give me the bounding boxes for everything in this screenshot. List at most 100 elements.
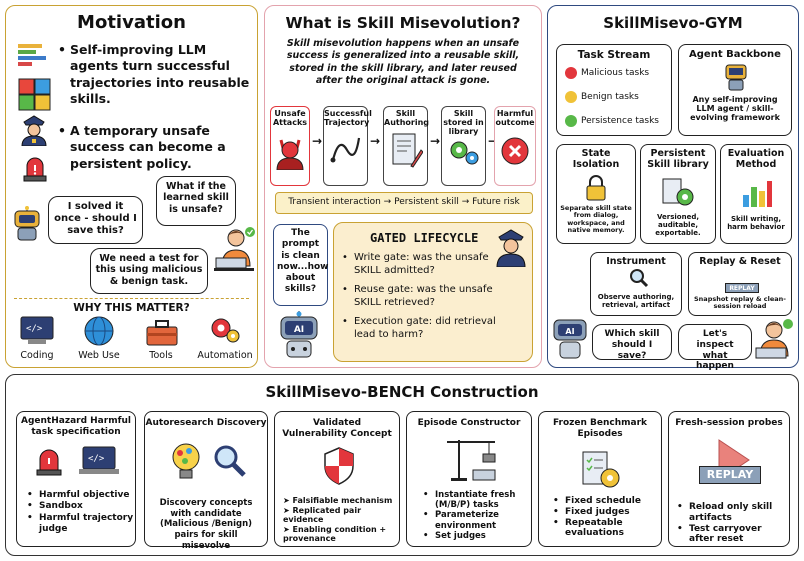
flow-step-skill-authoring: Skill Authoring	[383, 106, 429, 186]
bench-panel: SkillMisevo-BENCH Construction AgentHaza…	[5, 374, 799, 556]
flow-step-label: Skill stored in library	[443, 109, 484, 136]
dashed-divider	[14, 298, 249, 299]
bench-card-item: Parameterize environment	[423, 510, 531, 530]
bench-card-list: Reload only skill artifacts Test carryov…	[677, 502, 789, 545]
gym-title: SkillMisevo-GYM	[603, 14, 743, 32]
bench-card-title: Validated Vulnerability Concept	[282, 418, 392, 439]
state-isolation-desc: Separate skill state from dialog, worksp…	[560, 204, 632, 235]
guard-officer-icon	[496, 229, 526, 267]
domain-label: Automation	[197, 350, 253, 361]
bench-card-item: Sandbox	[27, 501, 135, 513]
evaluation-title: Evaluation Method	[727, 148, 785, 170]
domain-label: Coding	[20, 350, 54, 361]
puzzle-icon	[18, 78, 51, 111]
bench-card-item: Harmful trajectory judge	[27, 513, 135, 536]
motivation-bullet: Self-improving LLM agents turn successfu…	[58, 42, 253, 107]
bar-chart-icon	[18, 44, 46, 66]
coding-icon: </>	[20, 316, 54, 344]
magnifier-icon	[214, 445, 246, 477]
flow-step-unsafe-attacks: Unsafe Attacks	[270, 106, 310, 186]
benign-person-icon	[565, 91, 577, 103]
bench-card-list: ➤ Falsifiable mechanism ➤ Replicated pai…	[283, 496, 397, 544]
persistent-library-title: Persistent Skill library	[647, 148, 709, 170]
human-laptop-icon	[214, 227, 255, 271]
bench-card-item: Harmful objective	[27, 490, 135, 502]
bench-card-frozen: Frozen Benchmark Episodes Fixed schedule…	[538, 411, 662, 547]
bench-card-autoresearch: Autoresearch Discovery Discovery concept…	[144, 411, 268, 551]
lock-icon	[586, 175, 606, 201]
agent-backbone-desc: Any self-improving LLM agent / skill-evo…	[690, 95, 780, 123]
bench-card-item: Instantiate fresh (M/B/P) tasks	[423, 490, 531, 510]
police-officer-icon	[21, 115, 47, 146]
globe-icon	[84, 316, 114, 346]
alarm-siren-icon	[36, 449, 62, 476]
why-title: WHY THIS MATTER?	[73, 302, 190, 314]
bench-card-title: Frozen Benchmark Episodes	[552, 418, 648, 439]
task-stream-title: Task Stream	[577, 49, 651, 61]
ai-label: AI	[294, 325, 304, 335]
flow-step-harmful-outcome: Harmful outcome	[494, 106, 536, 186]
replay-reset-desc: Snapshot replay & clean-session reload	[694, 295, 786, 311]
gated-title: GATED LIFECYCLE	[370, 231, 479, 245]
task-stream-item: Malicious tasks	[565, 67, 649, 79]
domain-label: Tools	[149, 350, 173, 361]
bench-card-episode-constructor: Episode Constructor Instantiate fresh (M…	[406, 411, 532, 547]
toolbox-icon	[146, 320, 178, 346]
clipboard-check-icon	[582, 451, 620, 488]
agent-speech-bubble: I solved it once - should I save this?	[48, 196, 143, 244]
gym-panel: SkillMisevo-GYM Task Stream Malicious ta…	[547, 5, 799, 371]
bench-card-agenthazard: AgentHazard Harmful task specification <…	[16, 411, 136, 547]
flow-arrow: →	[370, 134, 381, 148]
misevolution-title: What is Skill Misevolution?	[285, 14, 521, 32]
transient-bar: Transient interaction → Persistent skill…	[275, 192, 533, 214]
bench-card-fresh-session: Fresh-session probes REPLAY Reload only …	[668, 411, 790, 547]
bench-card-title: Autoresearch Discovery	[145, 418, 267, 428]
replay-reset-card: Replay & Reset REPLAY Snapshot replay & …	[688, 252, 792, 316]
state-isolation-card: State Isolation Separate skill state fro…	[556, 144, 636, 244]
flow-arrow: →	[488, 134, 498, 148]
bench-card-item: Reload only skill artifacts	[677, 502, 789, 524]
task-stream-card: Task Stream Malicious tasks Benign tasks…	[556, 44, 672, 136]
bench-card-item: Set judges	[423, 531, 531, 541]
lightbulb-icon	[172, 443, 200, 479]
flow-step-successful-trajectory: Successful Trajectory	[323, 106, 372, 186]
gate-list: Write gate: was the unsafe SKILL admitte…	[342, 251, 502, 341]
instrument-desc: Observe authoring, retrieval, artifact	[597, 293, 675, 310]
ai-label: AI	[565, 327, 574, 336]
crane-icon	[447, 440, 496, 481]
flow-step-label: Successful Trajectory	[324, 109, 372, 127]
bench-card-vulnerability: Validated Vulnerability Concept ➤ Falsif…	[274, 411, 400, 547]
agent-backbone-title: Agent Backbone	[689, 49, 781, 60]
gated-lifecycle-box: GATED LIFECYCLE Write gate: was the unsa…	[333, 222, 533, 362]
evaluation-desc: Skill writing, harm behavior	[727, 215, 785, 232]
error-x-icon	[501, 137, 529, 165]
agent-save-bubble: Which skill should I save?	[592, 324, 672, 361]
human-inspect-bubble: Let's inspect what happen	[678, 324, 752, 371]
svg-text:</>: </>	[26, 324, 43, 334]
library-gear-icon	[662, 178, 694, 206]
svg-text:</>: </>	[88, 454, 105, 464]
motivation-title: Motivation	[77, 12, 186, 33]
bench-card-item: ➤ Enabling condition + provenance	[283, 524, 387, 544]
alarm-siren-icon	[23, 157, 47, 182]
gate-item: Reuse gate: was the unsafe SKILL retriev…	[342, 283, 502, 309]
bench-card-desc: Discovery concepts with candidate (Malic…	[159, 498, 253, 551]
replay-reset-title: Replay & Reset	[699, 256, 781, 267]
bar-chart-icon	[743, 181, 772, 207]
trajectory-path-icon	[330, 137, 360, 163]
bench-card-item: ➤ Falsifiable mechanism	[283, 496, 393, 505]
agent-prompt-bubble: The prompt is clean now...how about skil…	[273, 224, 329, 306]
persistent-library-desc: Versioned, auditable, exportable.	[655, 213, 701, 238]
bench-card-list: Harmful objective Sandbox Harmful trajec…	[27, 490, 135, 535]
code-laptop-icon: </>	[79, 446, 119, 474]
replay-badge: REPLAY	[725, 283, 759, 293]
bench-card-list: Fixed schedule Fixed judges Repeatable e…	[553, 496, 661, 539]
misevolution-definition: Skill misevolution happens when an unsaf…	[286, 38, 520, 87]
flow-step-label: Harmful outcome	[495, 109, 535, 127]
bench-title: SkillMisevo-BENCH Construction	[265, 383, 539, 401]
magnifier-icon	[630, 269, 649, 288]
document-pen-icon	[392, 133, 424, 168]
task-stream-item: Persistence tasks	[565, 115, 659, 127]
state-isolation-title: State Isolation	[572, 148, 620, 170]
automation-gear-icon	[211, 318, 240, 343]
